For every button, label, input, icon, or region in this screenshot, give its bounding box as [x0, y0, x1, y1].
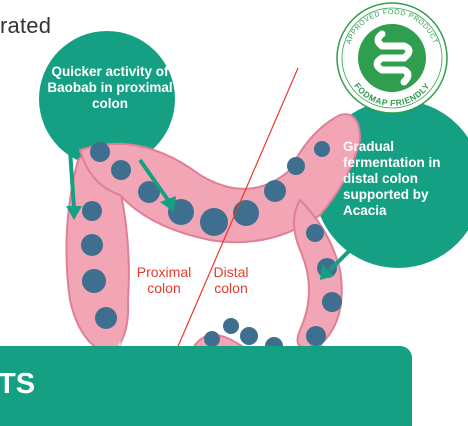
distal-colon-label: Distal colon — [206, 264, 256, 296]
fiber-dot — [306, 224, 324, 242]
fiber-dot — [111, 160, 131, 180]
fiber-dot — [82, 201, 102, 221]
fiber-dot — [90, 142, 110, 162]
bottom-panel-text: TS — [0, 368, 35, 401]
fiber-dot — [82, 269, 106, 293]
fiber-dot — [287, 157, 305, 175]
bottom-panel — [0, 346, 412, 426]
fodmap-badge: APPROVED FOOD PRODUCT FODMAP FRIENDLY — [337, 3, 447, 113]
fiber-dot — [95, 307, 117, 329]
distal-bubble-text: Gradual fermentation in distal colon sup… — [343, 139, 468, 219]
fiber-dot — [306, 326, 326, 346]
proximal-colon-label: Proximal colon — [134, 264, 194, 296]
fiber-dot — [322, 292, 342, 312]
fiber-dot — [233, 200, 259, 226]
fiber-dot — [314, 141, 330, 157]
fiber-dot — [240, 327, 258, 345]
fiber-dot — [264, 180, 286, 202]
proximal-bubble-text: Quicker activity of Baobab in proximal c… — [35, 64, 185, 112]
fiber-dot — [81, 234, 103, 256]
fiber-dot — [223, 318, 239, 334]
fiber-dot — [200, 208, 228, 236]
fiber-dot — [204, 331, 220, 347]
